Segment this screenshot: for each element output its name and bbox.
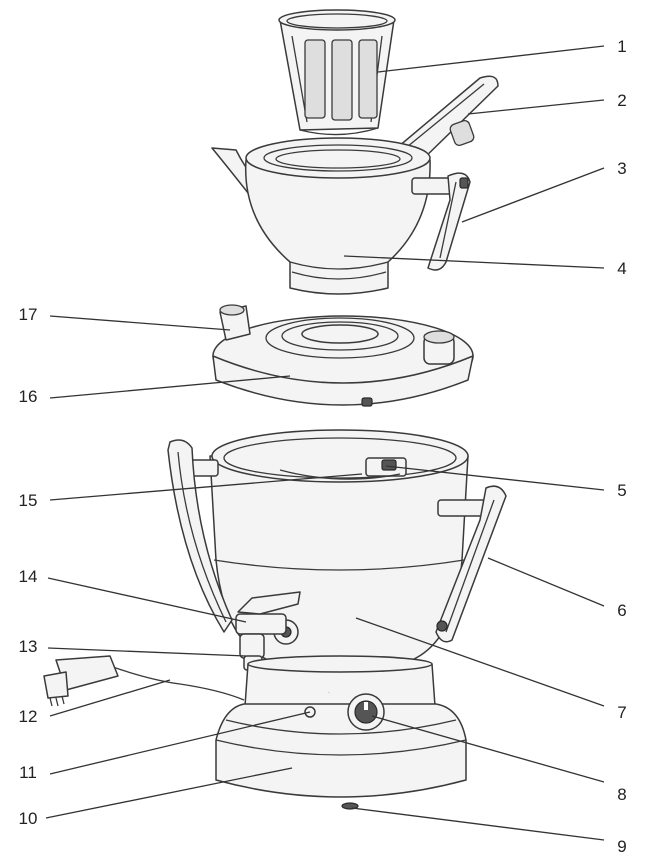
callout-17: 17	[19, 305, 38, 324]
kettle-lid	[212, 304, 474, 407]
filter-basket	[278, 9, 396, 136]
callout-1: 1	[617, 37, 626, 56]
callout-13: 13	[19, 637, 38, 656]
callout-15: 15	[19, 491, 38, 510]
callout-9: 9	[617, 837, 626, 856]
callout-11: 11	[19, 763, 37, 782]
svg-text:·: ·	[328, 690, 330, 696]
callout-6: 6	[617, 601, 626, 620]
teapot	[211, 137, 471, 295]
base-unit: ·	[43, 655, 467, 810]
callout-8: 8	[617, 785, 626, 804]
callout-7: 7	[617, 703, 626, 722]
callout-4: 4	[617, 259, 626, 278]
kettle-body	[167, 429, 507, 671]
callout-2: 2	[617, 91, 626, 110]
callout-3: 3	[617, 159, 626, 178]
callout-5: 5	[617, 481, 626, 500]
callout-labels: 1 2 3 4 5 6 7 8 9 10 11 12 13 14 15 16 1…	[19, 37, 627, 856]
callout-14: 14	[19, 567, 38, 586]
leader-lines	[45, 45, 605, 841]
callout-10: 10	[19, 809, 38, 828]
callout-12: 12	[19, 707, 38, 726]
callout-16: 16	[19, 387, 38, 406]
